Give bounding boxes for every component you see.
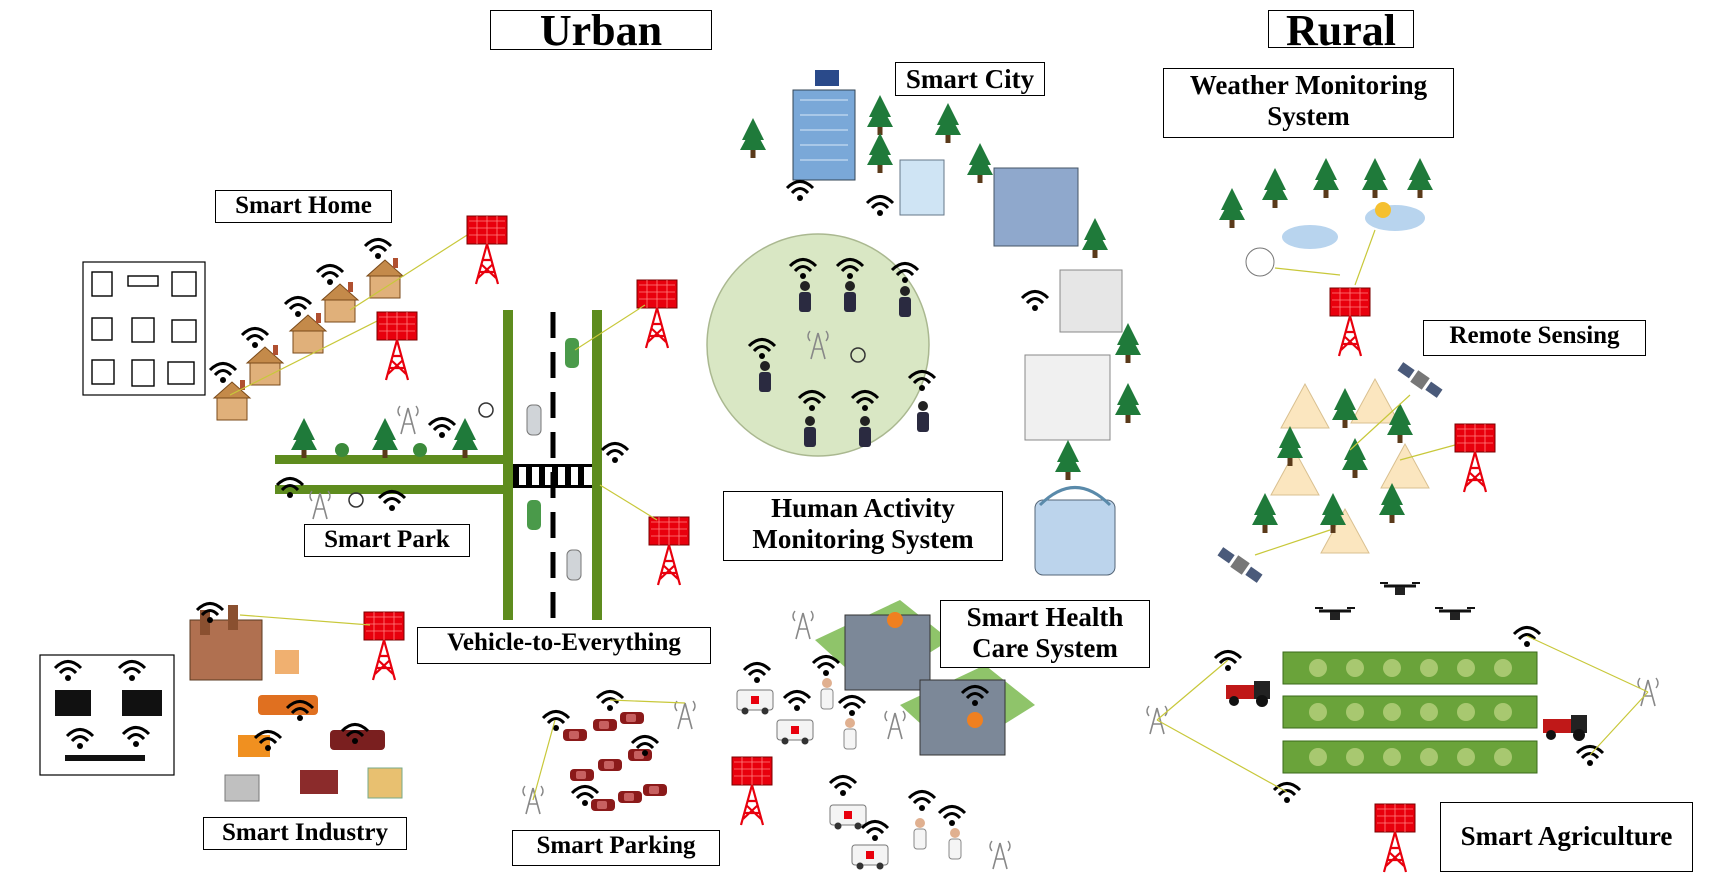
label-smart-health-care-system: Smart Health Care System bbox=[940, 600, 1150, 668]
label-smart-park: Smart Park bbox=[304, 524, 470, 557]
smart-health-care-scene bbox=[730, 486, 1116, 870]
heading-rural: Rural bbox=[1268, 9, 1414, 53]
label-smart-parking: Smart Parking bbox=[512, 830, 720, 866]
smart-agriculture-scene bbox=[1146, 581, 1659, 874]
weather-monitoring-scene bbox=[1219, 158, 1433, 358]
smart-industry-scene bbox=[39, 602, 406, 802]
human-activity-scene bbox=[706, 233, 937, 457]
remote-sensing-scene bbox=[1217, 362, 1497, 583]
heading-urban: Urban bbox=[490, 9, 712, 53]
label-vehicle-to-everything: Vehicle-to-Everything bbox=[417, 627, 711, 664]
smart-home-scene bbox=[82, 214, 509, 421]
label-weather-monitoring-system: Weather Monitoring System bbox=[1163, 68, 1454, 138]
label-smart-health-line1: Smart Health bbox=[966, 602, 1124, 632]
label-human-activity-line2: Monitoring System bbox=[752, 524, 974, 555]
label-weather-line2: System bbox=[1267, 101, 1350, 132]
label-smart-industry: Smart Industry bbox=[203, 817, 407, 850]
label-smart-city: Smart City bbox=[895, 62, 1045, 96]
smart-city-scene bbox=[740, 70, 1141, 480]
label-human-activity-line1: Human Activity bbox=[771, 493, 955, 523]
smart-parking-scene bbox=[522, 690, 696, 815]
label-weather-line1: Weather Monitoring bbox=[1189, 70, 1428, 100]
label-human-activity-monitoring-system: Human Activity Monitoring System bbox=[723, 491, 1003, 561]
label-remote-sensing: Remote Sensing bbox=[1423, 320, 1646, 356]
label-smart-health-line2: Care System bbox=[972, 633, 1118, 664]
label-smart-home: Smart Home bbox=[215, 190, 392, 223]
label-smart-agriculture: Smart Agriculture bbox=[1440, 802, 1693, 872]
v2x-road-scene bbox=[275, 278, 691, 620]
